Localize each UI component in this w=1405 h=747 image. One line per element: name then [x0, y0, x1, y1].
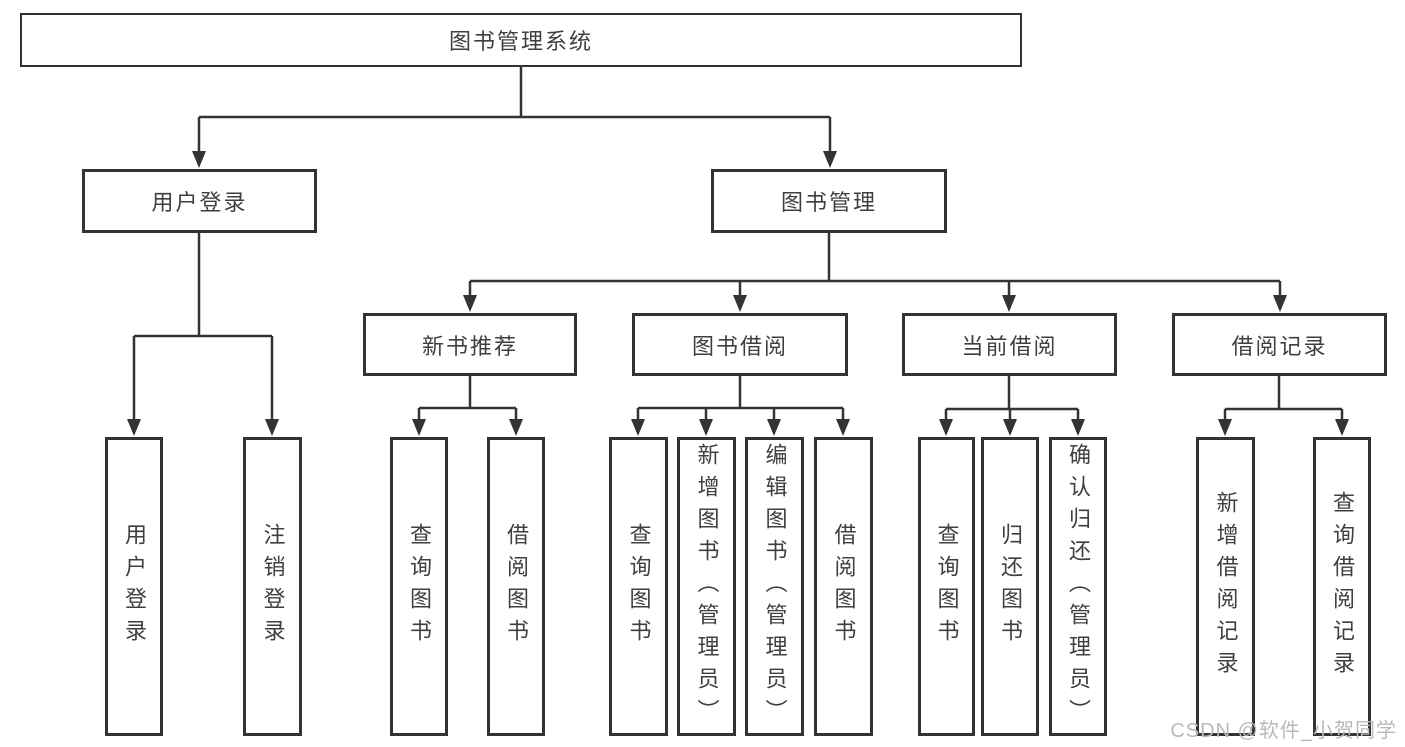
node-user-login: 用户登录 — [82, 169, 317, 233]
leaf-label: 查询图书 — [626, 522, 652, 651]
leaf-query-books-1: 查询图书 — [390, 437, 448, 736]
leaf-label: 编辑图书（管理员） — [762, 442, 788, 731]
node-new-book-recommend: 新书推荐 — [363, 313, 577, 376]
leaf-label: 确认归还（管理员） — [1066, 442, 1091, 731]
leaf-label: 新增图书（管理员） — [694, 442, 720, 731]
arrowhead-icons — [127, 151, 1349, 436]
leaf-borrow-books-2: 借阅图书 — [814, 437, 873, 736]
leaf-label: 查询图书 — [407, 522, 432, 651]
leaf-user-login: 用户登录 — [105, 437, 163, 736]
leaf-label: 注销登录 — [260, 522, 286, 651]
leaf-label: 查询借阅记录 — [1330, 490, 1355, 683]
leaf-label: 归还图书 — [998, 522, 1023, 651]
leaf-add-borrow-record: 新增借阅记录 — [1196, 437, 1255, 736]
leaf-label: 查询图书 — [934, 522, 960, 651]
csdn-watermark: CSDN @软件_小贺同学 — [1170, 720, 1397, 742]
node-library-management-system: 图书管理系统 — [20, 13, 1022, 67]
leaf-add-books-admin: 新增图书（管理员） — [677, 437, 736, 736]
leaf-label: 借阅图书 — [504, 522, 529, 651]
leaf-label: 用户登录 — [122, 522, 147, 651]
leaf-borrow-books-1: 借阅图书 — [487, 437, 545, 736]
leaf-return-books: 归还图书 — [981, 437, 1039, 736]
leaf-query-books-3: 查询图书 — [918, 437, 975, 736]
leaf-logout: 注销登录 — [243, 437, 302, 736]
leaf-label: 借阅图书 — [831, 522, 857, 651]
leaf-query-books-2: 查询图书 — [609, 437, 668, 736]
leaf-edit-books-admin: 编辑图书（管理员） — [745, 437, 804, 736]
leaf-query-borrow-record: 查询借阅记录 — [1313, 437, 1371, 736]
leaf-label: 新增借阅记录 — [1213, 490, 1239, 683]
leaf-confirm-return-admin: 确认归还（管理员） — [1049, 437, 1107, 736]
node-book-management: 图书管理 — [711, 169, 947, 233]
node-current-borrow: 当前借阅 — [902, 313, 1117, 376]
node-borrow-records: 借阅记录 — [1172, 313, 1387, 376]
node-book-borrow: 图书借阅 — [632, 313, 848, 376]
